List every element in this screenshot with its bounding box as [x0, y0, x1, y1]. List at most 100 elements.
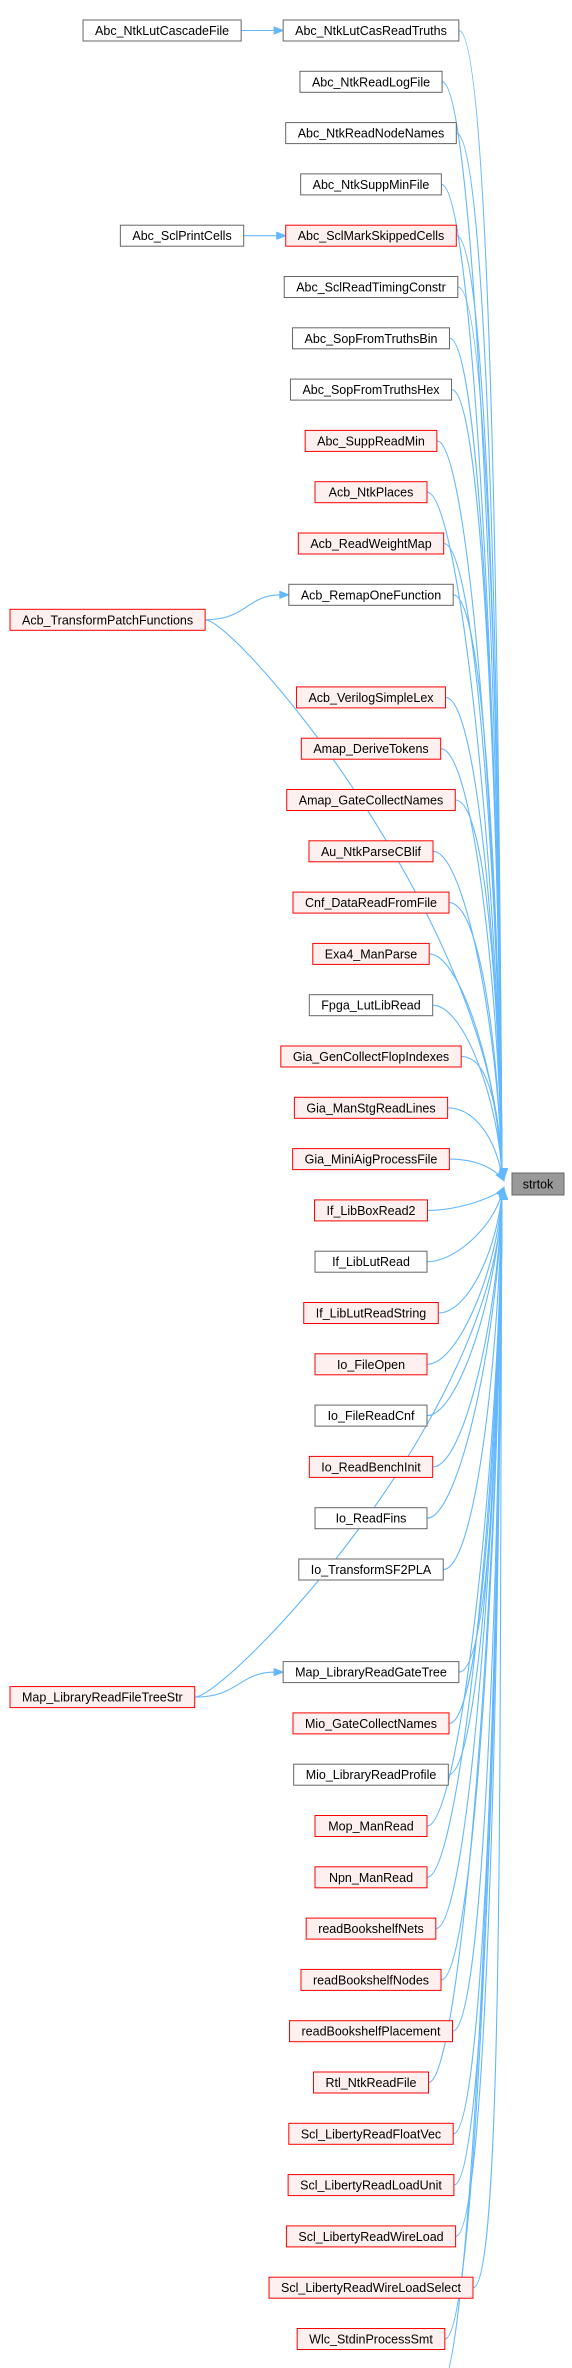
edge-if-liblutread-to-target	[426, 1189, 503, 1263]
caller-node-mio-libraryreadprofile[interactable]: Mio_LibraryReadProfile	[293, 1763, 449, 1786]
caller-node-exa4-manparse[interactable]: Exa4_ManParse	[312, 942, 430, 965]
caller-node-abc-sclreadtimingconstr[interactable]: Abc_SclReadTimingConstr	[283, 276, 459, 298]
node-label: strtok	[523, 1178, 554, 1192]
caller-node-abc-ntklutcasreadtruths[interactable]: Abc_NtkLutCasReadTruths	[282, 19, 460, 42]
node-label: readBookshelfNets	[318, 1922, 424, 1936]
caller-node-npn-manread[interactable]: Npn_ManRead	[314, 1866, 428, 1889]
node-label: Mop_ManRead	[328, 1820, 414, 1834]
caller-node-wlc-stdinprocesssmt[interactable]: Wlc_StdinProcessSmt	[296, 2328, 446, 2350]
left-node-acb-transformpatchfunctions[interactable]: Acb_TransformPatchFunctions	[9, 608, 206, 631]
caller-node-scl-libertyreadwireload[interactable]: Scl_LibertyReadWireLoad	[285, 2225, 457, 2248]
caller-node-acb-verilogsimplelex[interactable]: Acb_VerilogSimpleLex	[295, 686, 447, 709]
caller-node-acb-remaponefunction[interactable]: Acb_RemapOneFunction	[288, 583, 454, 606]
caller-node-mop-manread[interactable]: Mop_ManRead	[314, 1815, 428, 1837]
node-label: If_LibBoxRead2	[327, 1204, 416, 1218]
left-node-abc-sclprintcells[interactable]: Abc_SclPrintCells	[119, 224, 245, 247]
caller-node-readbookshelfplacement[interactable]: readBookshelfPlacement	[289, 2020, 453, 2043]
node-box	[297, 532, 445, 555]
caller-node-acb-readweightmap[interactable]: Acb_ReadWeightMap	[297, 532, 445, 555]
node-label: Map_LibraryReadGateTree	[295, 1666, 447, 1680]
node-box	[293, 1096, 449, 1119]
edge-abc-sclprintcells-to-abc-sclmarkskippedcells-arrow	[276, 231, 288, 240]
node-label: readBookshelfNodes	[313, 1973, 429, 1987]
node-box	[314, 1250, 428, 1273]
caller-node-abc-sopfromtruthsbin[interactable]: Abc_SopFromTruthsBin	[292, 327, 450, 350]
node-box	[292, 1712, 450, 1735]
node-box	[295, 686, 447, 709]
node-box	[303, 1302, 439, 1324]
node-box	[292, 327, 450, 350]
caller-node-gia-miniaigprocessfile[interactable]: Gia_MiniAigProcessFile	[292, 1148, 450, 1171]
node-box	[285, 224, 457, 247]
caller-node-map-libraryreadgatetree[interactable]: Map_LibraryReadGateTree	[282, 1661, 460, 1684]
caller-node-abc-sopfromtruthshex[interactable]: Abc_SopFromTruthsHex	[289, 378, 453, 401]
caller-node-abc-suppreadmin[interactable]: Abc_SuppReadMin	[304, 429, 438, 452]
node-box	[305, 1917, 437, 1940]
node-label: Acb_ReadWeightMap	[310, 537, 431, 551]
node-label: Io_TransformSF2PLA	[311, 1563, 432, 1577]
caller-node-abc-sclmarkskippedcells[interactable]: Abc_SclMarkSkippedCells	[285, 224, 457, 247]
node-box	[308, 994, 434, 1017]
node-box	[292, 891, 450, 914]
edge-gia-gencollectflopindexes-to-target	[461, 1055, 503, 1178]
node-box	[283, 276, 459, 298]
node-label: Acb_NtkPlaces	[329, 486, 414, 500]
caller-node-io-readfins[interactable]: Io_ReadFins	[314, 1507, 428, 1530]
caller-node-readbookshelfnodes[interactable]: readBookshelfNodes	[300, 1968, 442, 1991]
node-label: If_LibLutRead	[332, 1255, 410, 1269]
caller-node-gia-gencollectflopindexes[interactable]: Gia_GenCollectFlopIndexes	[280, 1045, 462, 1068]
node-box	[285, 122, 457, 145]
caller-node-amap-gatecollectnames[interactable]: Amap_GateCollectNames	[286, 789, 456, 811]
caller-node-gia-manstgreadlines[interactable]: Gia_ManStgReadLines	[293, 1096, 449, 1119]
node-label: Acb_VerilogSimpleLex	[308, 691, 434, 705]
caller-node-io-filereadcnf[interactable]: Io_FileReadCnf	[314, 1404, 428, 1427]
node-label: Abc_NtkLutCascadeFile	[95, 24, 229, 38]
edge-readbookshelfplacement-to-target	[452, 1192, 503, 2032]
node-box	[298, 1558, 444, 1581]
caller-node-io-fileopen[interactable]: Io_FileOpen	[314, 1353, 428, 1376]
caller-node-abc-ntksuppminfile[interactable]: Abc_NtkSuppMinFile	[300, 173, 442, 196]
node-label: If_LibLutReadString	[316, 1307, 427, 1321]
node-label: Amap_GateCollectNames	[299, 794, 444, 808]
caller-node-readbookshelfnets[interactable]: readBookshelfNets	[305, 1917, 437, 1940]
caller-node-io-transformsf2pla[interactable]: Io_TransformSF2PLA	[298, 1558, 444, 1581]
caller-node-if-liblutreadstring[interactable]: If_LibLutReadString	[303, 1302, 439, 1324]
node-box	[299, 70, 443, 93]
node-label: Acb_TransformPatchFunctions	[22, 613, 193, 627]
caller-node-rtl-ntkreadfile[interactable]: Rtl_NtkReadFile	[312, 2071, 430, 2094]
caller-node-if-libboxread2[interactable]: If_LibBoxRead2	[314, 1199, 428, 1222]
node-box	[314, 1199, 428, 1222]
edge-map-libraryreadfiletreestr-to-map-libraryreadgatetree-arrow	[273, 1667, 285, 1677]
caller-node-acb-ntkplaces[interactable]: Acb_NtkPlaces	[314, 481, 428, 504]
node-box	[9, 1686, 196, 1709]
caller-node-if-liblutread[interactable]: If_LibLutRead	[314, 1250, 428, 1273]
caller-node-au-ntkparsecblif[interactable]: Au_NtkParseCBlif	[308, 840, 434, 863]
caller-node-cnf-datareadfromfile[interactable]: Cnf_DataReadFromFile	[292, 891, 450, 914]
node-label: Scl_LibertyReadFloatVec	[301, 2127, 441, 2141]
caller-node-abc-ntkreadnodenames[interactable]: Abc_NtkReadNodeNames	[285, 122, 457, 145]
node-label: Mio_GateCollectNames	[305, 1717, 437, 1731]
node-label: Scl_LibertyReadLoadUnit	[300, 2179, 442, 2193]
node-box	[511, 1172, 565, 1196]
left-node-map-libraryreadfiletreestr[interactable]: Map_LibraryReadFileTreeStr	[9, 1686, 196, 1709]
caller-node-mio-gatecollectnames[interactable]: Mio_GateCollectNames	[292, 1712, 450, 1735]
node-label: Amap_DeriveTokens	[313, 742, 428, 756]
target-node-strtok[interactable]: strtok	[511, 1172, 565, 1196]
node-label: Exa4_ManParse	[325, 947, 417, 961]
left-node-abc-ntklutcascadefile[interactable]: Abc_NtkLutCascadeFile	[82, 19, 242, 42]
caller-node-abc-ntkreadlogfile[interactable]: Abc_NtkReadLogFile	[299, 70, 443, 93]
node-box	[282, 1661, 460, 1684]
caller-node-fpga-lutlibread[interactable]: Fpga_LutLibRead	[308, 994, 434, 1017]
edge-io-fileopen-to-target	[426, 1191, 503, 1365]
node-label: Map_LibraryReadFileTreeStr	[22, 1691, 183, 1705]
caller-node-scl-libertyreadfloatvec[interactable]: Scl_LibertyReadFloatVec	[288, 2122, 454, 2145]
node-box	[288, 583, 454, 606]
caller-node-io-readbenchinit[interactable]: Io_ReadBenchInit	[308, 1455, 434, 1478]
caller-node-amap-derivetokens[interactable]: Amap_DeriveTokens	[300, 737, 442, 760]
node-box	[82, 19, 242, 42]
node-label: Acb_RemapOneFunction	[301, 588, 441, 602]
node-label: Abc_SopFromTruthsHex	[302, 383, 440, 397]
edge-acb-remaponefunction-to-target	[453, 594, 503, 1176]
caller-node-scl-libertyreadloadunit[interactable]: Scl_LibertyReadLoadUnit	[287, 2174, 455, 2197]
caller-node-scl-libertyreadwireloadselect[interactable]: Scl_LibertyReadWireLoadSelect	[268, 2276, 474, 2299]
